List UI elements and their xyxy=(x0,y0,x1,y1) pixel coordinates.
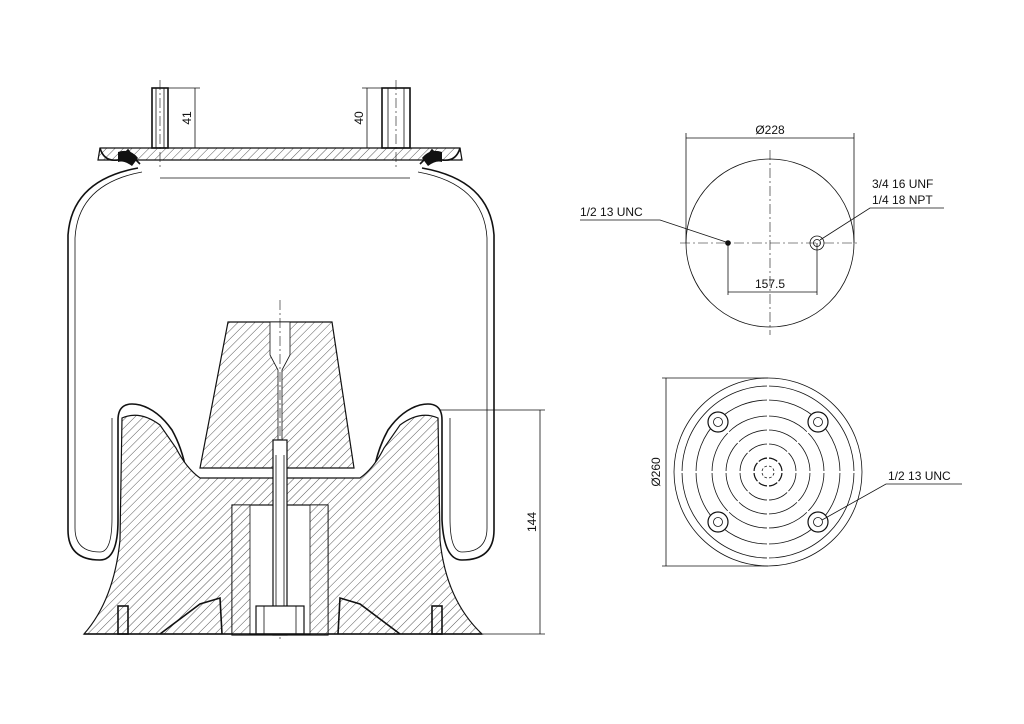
dim-stud-right-label: 40 xyxy=(352,111,366,125)
top-right-thread-label-2: 1/4 18 NPT xyxy=(872,193,933,207)
top-view: Ø228 157.5 1/2 13 UNC 3/4 16 UNF 1/4 18 … xyxy=(580,123,944,335)
left-crimp-black xyxy=(118,150,138,166)
top-plate xyxy=(97,147,463,161)
top-right-thread-label-1: 3/4 16 UNF xyxy=(872,177,933,191)
bolt-nut xyxy=(255,605,305,635)
top-diameter-label: Ø228 xyxy=(755,123,785,137)
top-stud-spacing-label: 157.5 xyxy=(755,277,785,291)
bump-stop xyxy=(199,321,355,469)
bottom-bosses xyxy=(707,411,829,533)
bellows-outer xyxy=(67,167,187,561)
bellows-inner-right xyxy=(417,171,488,553)
dim-stud-right: 40 xyxy=(352,87,382,148)
dim-stud-left-label: 41 xyxy=(180,111,194,125)
top-left-thread-label: 1/2 13 UNC xyxy=(580,205,643,219)
base-rib-right xyxy=(337,596,401,635)
bottom-view: Ø260 1/2 13 UNC xyxy=(649,377,962,567)
center-bolt xyxy=(272,439,288,636)
stud-left xyxy=(151,80,169,170)
dim-overall-height: 144 xyxy=(440,409,545,635)
piston-center-hatch xyxy=(231,504,329,636)
bottom-diameter-label: Ø260 xyxy=(649,457,663,487)
bottom-thread-label: 1/2 13 UNC xyxy=(888,469,951,483)
bellows-outer-right xyxy=(373,167,495,561)
dim-stud-left: 41 xyxy=(168,87,200,148)
right-crimp-black xyxy=(422,150,442,166)
dim-overall-height-label: 144 xyxy=(525,512,539,532)
stud-right xyxy=(381,80,411,170)
side-section-view: 41 40 xyxy=(67,80,545,640)
base-rib-left xyxy=(159,596,223,635)
bellows-inner xyxy=(74,171,143,553)
